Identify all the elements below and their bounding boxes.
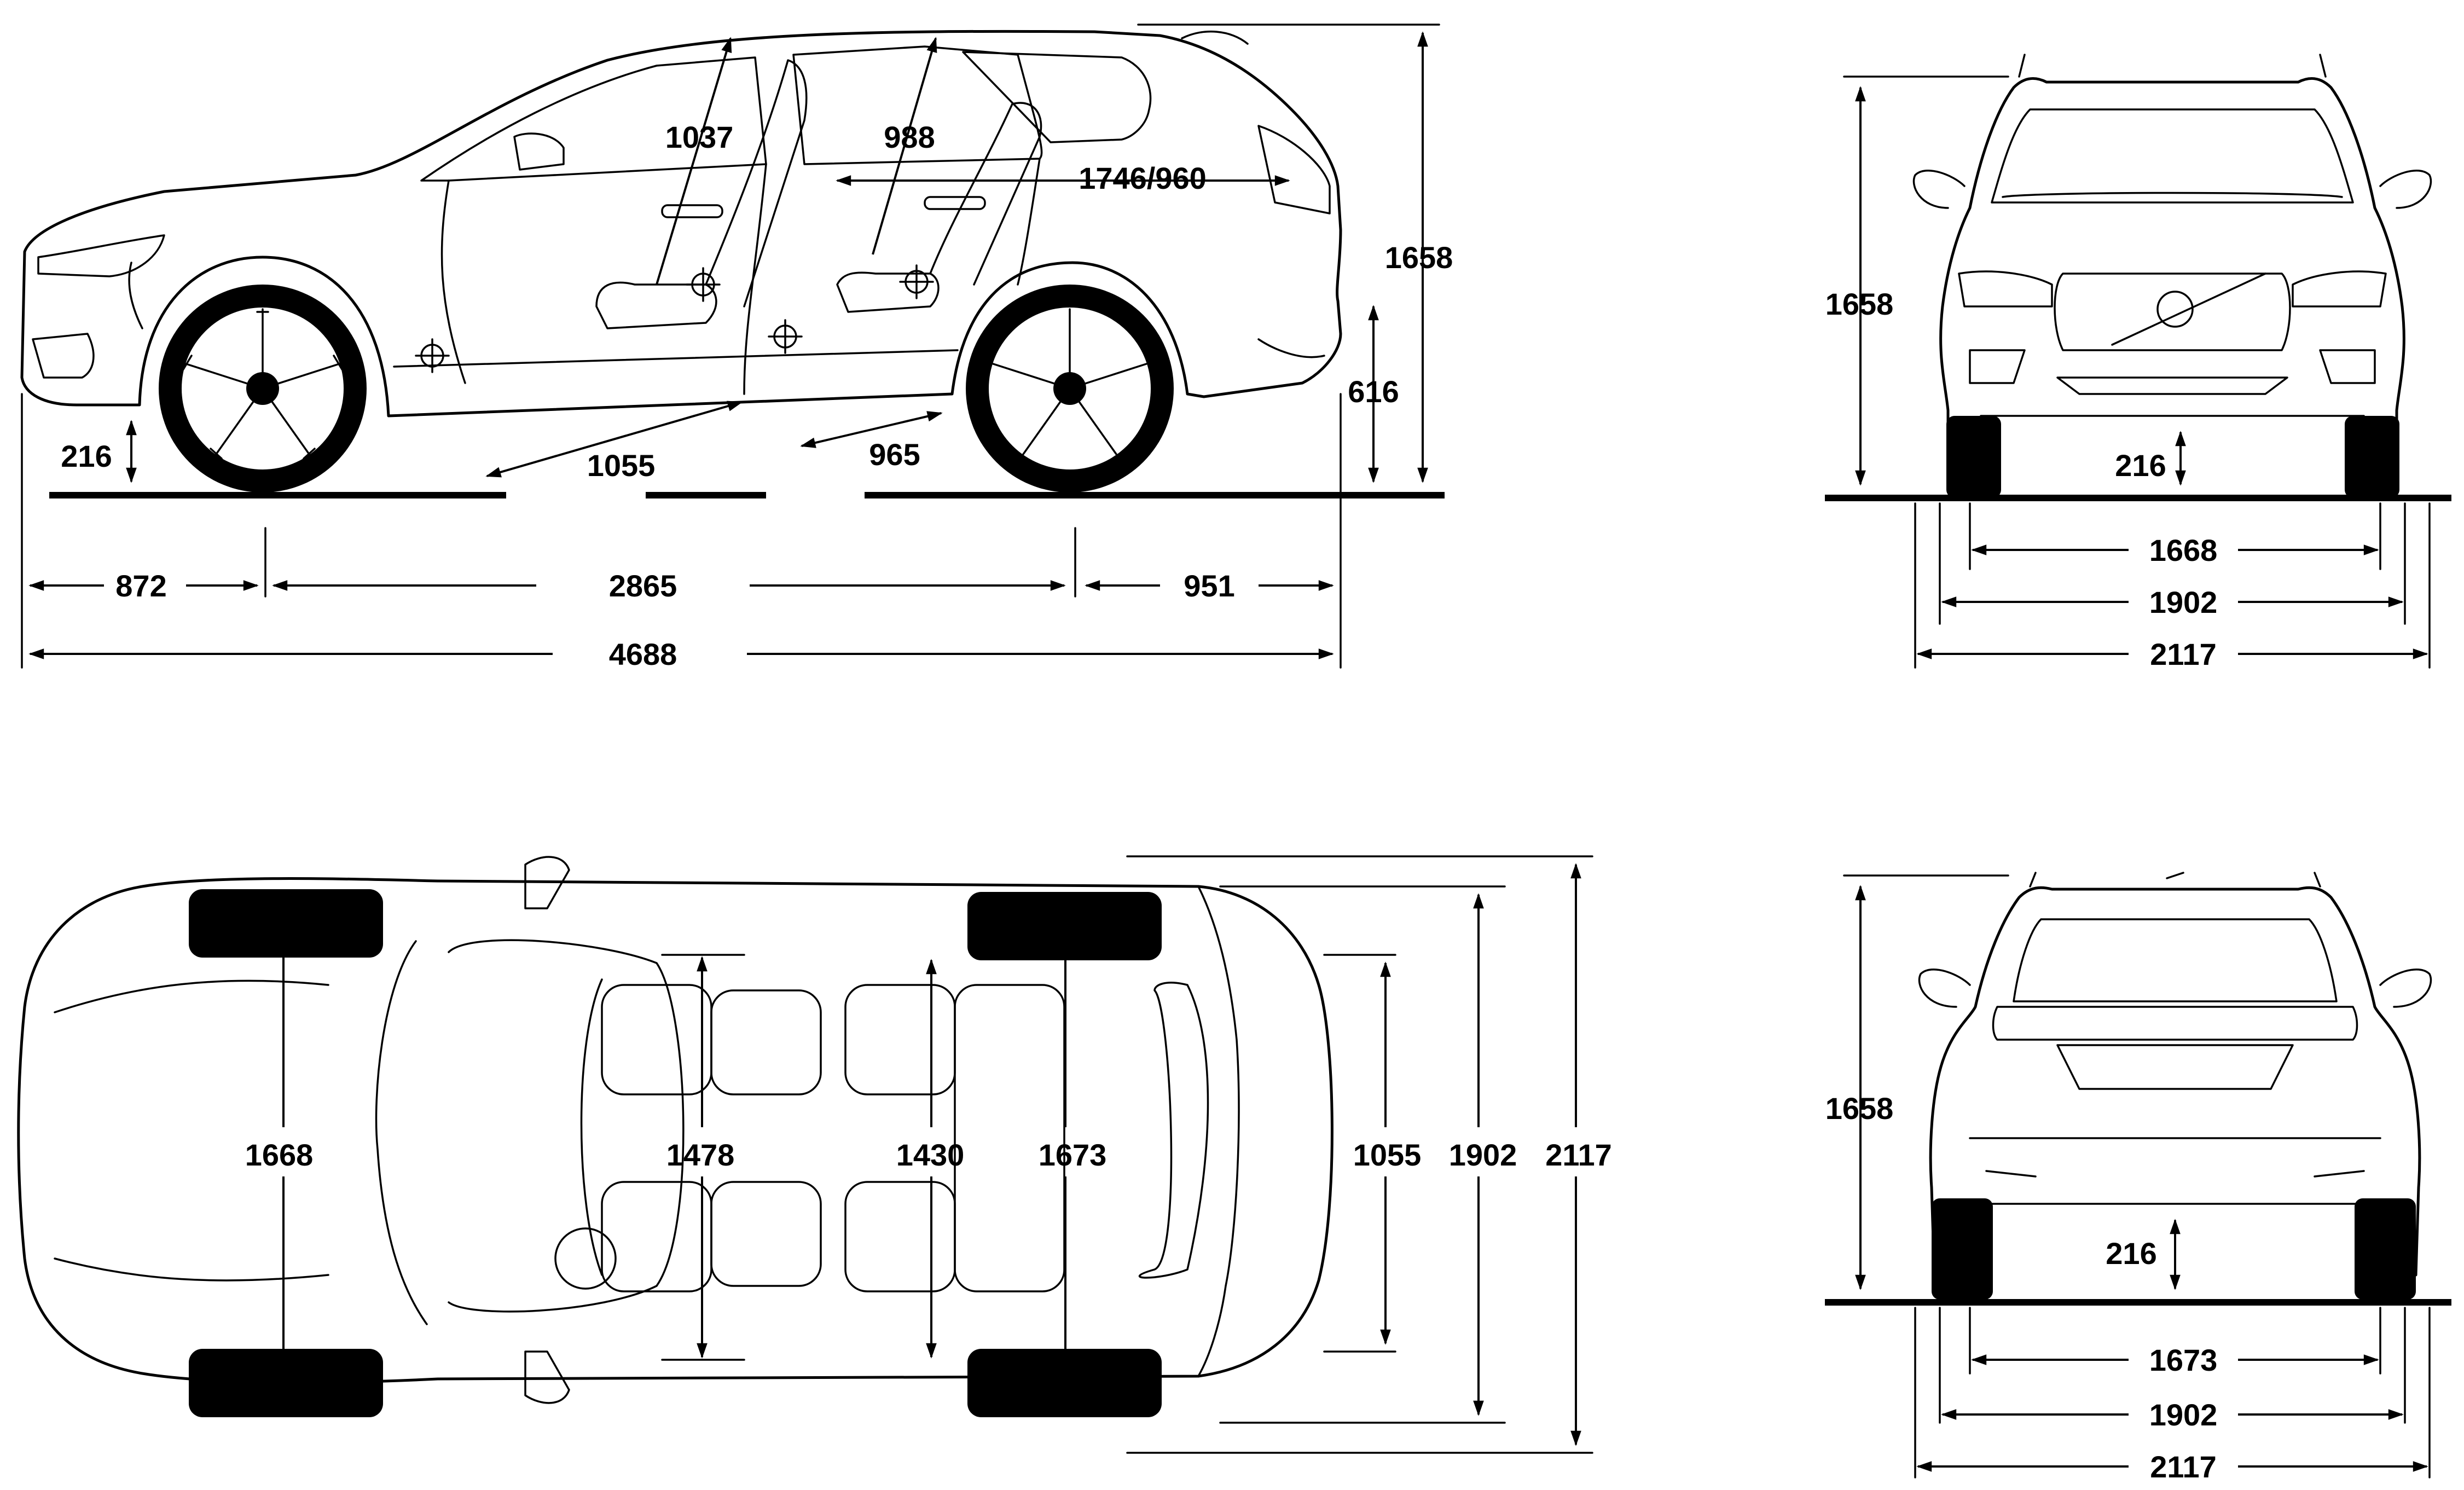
front-height-label: 1658 — [1825, 287, 1894, 321]
front-left-tyre — [1946, 416, 2001, 498]
top-width-mirrors-label: 2117 — [1545, 1138, 1612, 1172]
top-front-track-label: 1668 — [245, 1138, 314, 1172]
headroom-rear-line — [872, 37, 937, 255]
side-car-body — [20, 30, 1342, 418]
legroom-front-label: 1055 — [587, 448, 656, 483]
rear-overhang-label: 951 — [1184, 569, 1234, 603]
top-front-left-tyre — [189, 889, 383, 958]
top-front-right-tyre — [189, 1349, 383, 1417]
seat-reference-points — [415, 264, 934, 373]
rear-clearance-label: 216 — [2106, 1236, 2156, 1271]
headroom-rear-label: 988 — [884, 120, 935, 154]
rear-track-label: 1673 — [2149, 1343, 2218, 1377]
front-right-tyre — [2345, 416, 2399, 498]
rear-height-label: 1658 — [1825, 1091, 1894, 1126]
top-rear-track-label: 1673 — [1039, 1138, 1107, 1172]
top-car-body — [17, 856, 1334, 1404]
top-shoulder-front-label: 1478 — [666, 1138, 735, 1172]
front-view: 1658 216 1668 1902 2117 — [1825, 54, 2451, 671]
rear-view: 1658 216 1673 1902 2117 — [1825, 872, 2451, 1484]
front-track-label: 1668 — [2149, 533, 2218, 567]
legroom-front-line — [485, 401, 743, 478]
headroom-front-line — [656, 37, 732, 285]
top-seats — [554, 984, 1065, 1292]
cargo-length-label: 1746/960 — [1079, 161, 1207, 195]
legroom-rear-label: 965 — [869, 437, 920, 472]
front-width-mirrors-label: 2117 — [2150, 637, 2217, 671]
headroom-front-label: 1037 — [665, 120, 734, 154]
height-label: 1658 — [1385, 240, 1453, 275]
wheelbase-label: 2865 — [609, 569, 677, 603]
rear-left-tyre — [1932, 1198, 1993, 1300]
overhang-height-label: 616 — [1348, 374, 1399, 409]
legroom-rear-line — [800, 411, 943, 448]
top-cargo-width-label: 1055 — [1353, 1138, 1422, 1172]
front-clearance-label: 216 — [2115, 448, 2166, 483]
side-rear-wheel — [966, 285, 1174, 492]
front-overhang-label: 872 — [115, 569, 166, 603]
top-width-label: 1902 — [1449, 1138, 1517, 1172]
rear-right-tyre — [2355, 1198, 2416, 1300]
front-car-body — [1912, 54, 2432, 472]
rear-width-mirrors-label: 2117 — [2150, 1450, 2217, 1484]
rear-width-label: 1902 — [2149, 1398, 2218, 1432]
top-view: 1668 1478 1430 1673 1055 1902 2117 — [17, 855, 1612, 1454]
top-shoulder-rear-label: 1430 — [896, 1138, 965, 1172]
length-label: 4688 — [609, 637, 677, 671]
front-width-label: 1902 — [2149, 585, 2218, 619]
ground-clearance-label: 216 — [61, 439, 112, 473]
side-front-wheel — [159, 285, 367, 492]
side-view: 1037 988 1746/960 1658 616 216 1055 965 … — [20, 24, 1453, 671]
rear-car-body — [1918, 872, 2432, 1277]
